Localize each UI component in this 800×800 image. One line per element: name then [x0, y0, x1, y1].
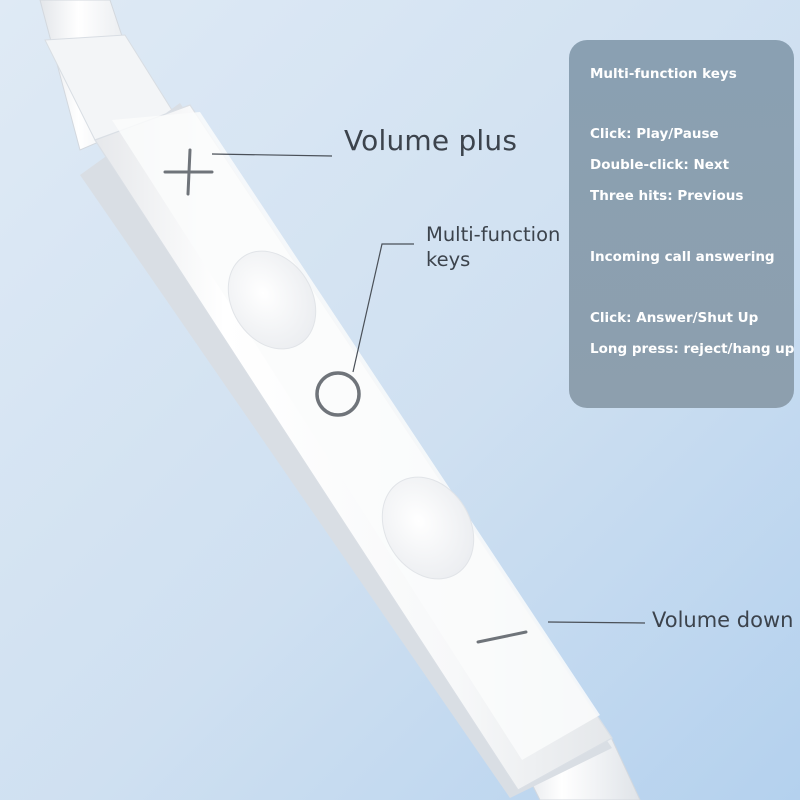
- circle-icon: [315, 371, 361, 417]
- volume-plus-leader: [211, 153, 333, 157]
- info-line-click: Click: Play/Pause: [590, 126, 719, 142]
- info-panel-title: Multi-function keys: [590, 66, 737, 82]
- volume-down-leader: [547, 621, 646, 624]
- info-panel: Multi-function keys Click: Play/Pause Do…: [569, 40, 794, 408]
- multi-function-label-line2: keys: [426, 248, 471, 271]
- volume-plus-label: Volume plus: [344, 124, 518, 157]
- info-line-long-press: Long press: reject/hang up: [590, 341, 795, 357]
- upper-button-bump: [227, 250, 317, 350]
- volume-down-label: Volume down: [652, 608, 794, 632]
- lower-button-bump: [381, 476, 475, 580]
- info-line-double-click: Double-click: Next: [590, 157, 730, 173]
- multi-function-leader: [352, 243, 414, 373]
- info-line-three-hits: Three hits: Previous: [590, 188, 744, 204]
- plus-icon: [163, 148, 214, 196]
- minus-icon: [476, 630, 528, 644]
- multi-function-keys-label: Multi-function keys: [426, 222, 560, 272]
- info-line-incoming-call: Incoming call answering: [590, 249, 775, 265]
- info-line-answer: Click: Answer/Shut Up: [590, 310, 759, 326]
- multi-function-label-line1: Multi-function: [426, 223, 561, 246]
